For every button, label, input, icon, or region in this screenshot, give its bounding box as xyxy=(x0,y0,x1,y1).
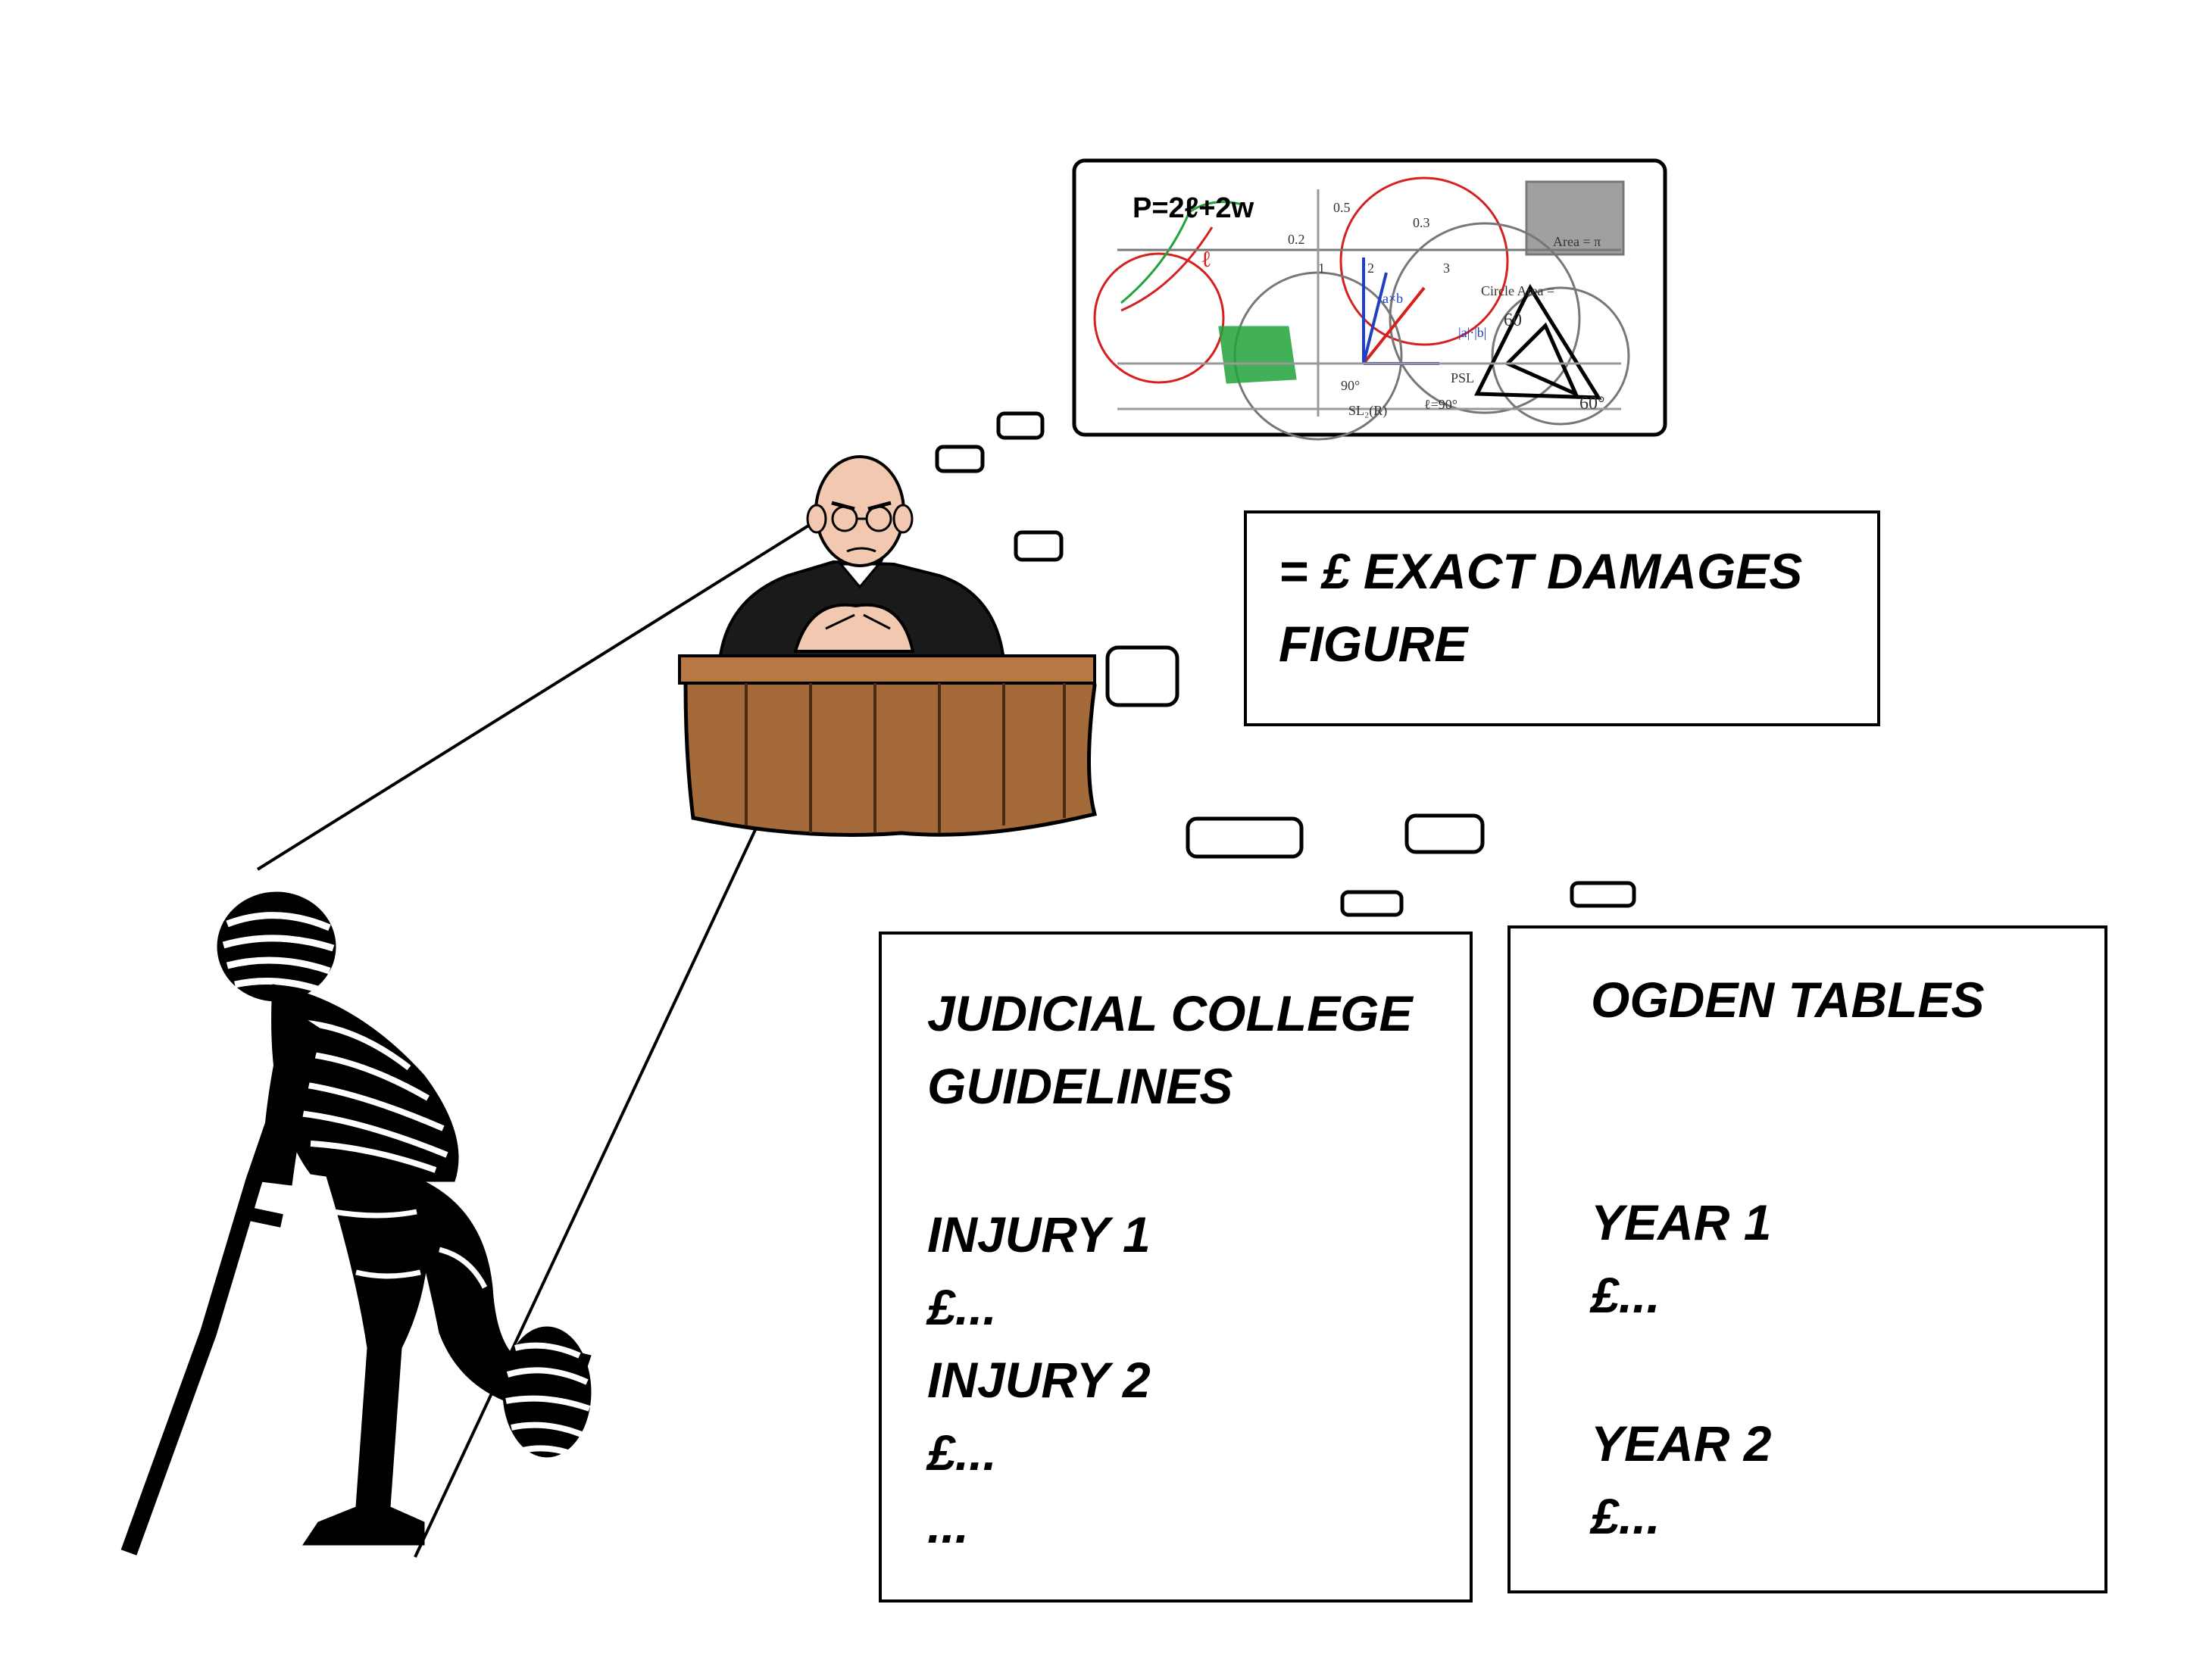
math-label: ℓ=90° xyxy=(1424,397,1457,412)
jcg-title-line-2: GUIDELINES xyxy=(927,1058,1233,1114)
math-label: 60° xyxy=(1579,394,1605,414)
math-labels: 0.5 0.3 0.2 1 2 3 ℓ Area = π Circle Area… xyxy=(1201,200,1605,419)
math-label: Area = π xyxy=(1553,234,1601,249)
ogden-title: OGDEN TABLES xyxy=(1591,972,1985,1028)
ogden-year-1: YEAR 1 xyxy=(1591,1194,1772,1250)
math-label: 0.2 xyxy=(1288,232,1305,247)
thought-bubble xyxy=(935,445,985,473)
man-arm xyxy=(261,1006,323,1186)
ogden-tables-box: OGDEN TABLES YEAR 1 £... YEAR 2 £... xyxy=(1507,925,2107,1593)
result-line-2: FIGURE xyxy=(1279,616,1468,672)
man-leg-standing xyxy=(302,1173,430,1546)
result-line-1: = £ EXACT DAMAGES xyxy=(1279,543,1803,599)
math-collage: P=2ℓ+2w 0.5 0.3 0.2 1 2 3 ℓ Area = π Cir… xyxy=(1072,158,1667,441)
thought-bubble xyxy=(1014,530,1064,562)
jcg-injury-1: INJURY 1 xyxy=(927,1206,1151,1262)
judge-illustration xyxy=(678,455,1098,837)
math-label: ℓ xyxy=(1201,247,1211,272)
jcg-more: ... xyxy=(927,1497,970,1553)
judicial-college-guidelines-box: JUDICIAL COLLEGE GUIDELINES INJURY 1 £..… xyxy=(879,932,1473,1603)
result-box: = £ EXACT DAMAGES FIGURE xyxy=(1244,510,1880,726)
ogden-amount-1: £... xyxy=(1591,1267,1661,1323)
thought-bubbles xyxy=(935,411,1636,917)
math-formula: P=2ℓ+2w xyxy=(1133,192,1254,224)
math-label: 90° xyxy=(1341,378,1360,393)
thought-bubble xyxy=(1404,813,1485,854)
math-label: 60 xyxy=(1504,311,1522,330)
judge-bench xyxy=(680,658,1098,837)
ogden-amount-2: £... xyxy=(1591,1488,1661,1544)
math-collage-drawing xyxy=(1093,176,1630,441)
math-label: a×b xyxy=(1382,291,1403,306)
thought-bubble xyxy=(1186,816,1304,859)
math-label: Circle Area = xyxy=(1481,283,1554,298)
judge-ear-right xyxy=(892,504,914,534)
math-label: 2 xyxy=(1367,261,1374,276)
ogden-year-2: YEAR 2 xyxy=(1591,1415,1772,1471)
jcg-injury-2: INJURY 2 xyxy=(927,1352,1151,1408)
math-label: 3 xyxy=(1443,261,1450,276)
bench-top xyxy=(678,654,1096,685)
thought-bubble xyxy=(1105,645,1179,707)
jcg-amount-1: £... xyxy=(927,1279,997,1335)
math-label: 0.3 xyxy=(1413,215,1430,230)
jcg-title-line-1: JUDICIAL COLLEGE xyxy=(927,985,1413,1041)
math-label: PSL xyxy=(1451,370,1474,385)
thought-bubble xyxy=(996,411,1045,440)
sight-line-upper xyxy=(256,516,823,871)
thought-bubble xyxy=(1340,890,1404,917)
judge-hands xyxy=(793,603,915,653)
math-label: |a|·|b| xyxy=(1458,325,1486,340)
thought-bubble xyxy=(1570,881,1636,908)
math-label: 0.5 xyxy=(1333,200,1351,215)
math-label: 1 xyxy=(1318,261,1325,276)
jcg-amount-2: £... xyxy=(927,1425,997,1481)
math-label: SL₂(R) xyxy=(1348,403,1387,419)
injured-man-illustration xyxy=(120,891,592,1556)
judge-ear-left xyxy=(806,504,827,534)
